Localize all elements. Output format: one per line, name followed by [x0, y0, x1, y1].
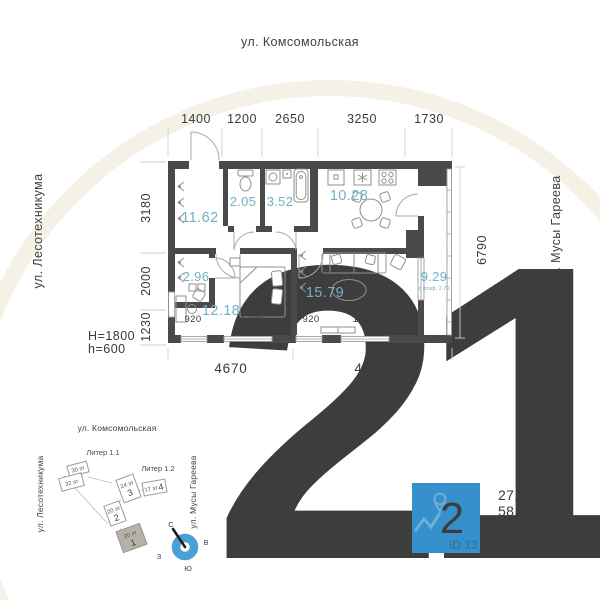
area-bedroom: 12.18 [202, 303, 240, 319]
dimensions-bottom: 4670 4810 [167, 348, 453, 376]
sink-icon [282, 169, 292, 179]
legend-area-4: 67,69 [498, 535, 535, 551]
area-hallway: 11.62 [181, 210, 218, 226]
flat-number-tile [412, 483, 480, 553]
svg-text:4: 4 [158, 482, 165, 493]
street-top-label: ул. Комсомольская [241, 35, 359, 49]
inner-dim-3: 920 [302, 314, 319, 325]
svg-text:20 эт: 20 эт [107, 505, 122, 515]
svg-text:32 эт: 32 эт [65, 479, 80, 488]
compass-needle [171, 527, 187, 549]
svg-text:20 эт: 20 эт [123, 530, 138, 540]
windows [168, 168, 452, 342]
tv-stand-icon [320, 326, 356, 334]
area-living-room: 15.79 [306, 285, 344, 301]
area-wardrobe: 2.96 [183, 269, 210, 284]
nightstand-icon [229, 257, 241, 267]
legend-area-3: 61,19 [498, 519, 535, 535]
drawer-box-icon [188, 283, 197, 292]
compass-south: Ю [184, 564, 192, 573]
site-plan: ул. Комсомольская ул. Лесотехникума ул. … [35, 423, 209, 573]
compass-west: З [157, 552, 162, 561]
inner-dim-4: 1700 [353, 314, 376, 325]
area-wc: 2.05 [230, 194, 257, 209]
svg-text:24 эт: 24 эт [120, 480, 135, 490]
street-right-label: ул. Мусы Гареева [549, 175, 563, 284]
dim-left-1: 3180 [139, 193, 153, 223]
dim-right-1: 6790 [475, 235, 489, 265]
dim-top-2: 1200 [227, 112, 257, 126]
room-area-labels: 11.62 2.05 3.52 10.28 2.96 12.18 15.79 9… [181, 188, 449, 319]
toilet-icon [237, 169, 254, 192]
legend: 2 ID 13 27,97 58,40 61,19 67,69 [412, 483, 535, 553]
liter-1-2-label: Литер 1.2 [141, 464, 174, 473]
svg-text:17 эт: 17 эт [144, 485, 159, 493]
svg-text:2: 2 [112, 512, 120, 523]
inner-dimensions: 920 1700 920 1700 [184, 314, 376, 325]
area-kitchen: 10.28 [330, 188, 368, 204]
window-height-h: h=600 [88, 342, 126, 356]
tile-watermark [413, 492, 447, 532]
compass: С В З Ю [157, 520, 209, 573]
watermark-id-text: ID 13 [449, 538, 478, 552]
liter-1-1-label: Литер 1.1 [86, 448, 119, 457]
bed-icon [239, 266, 286, 318]
siteplan-street-right: ул. Мусы Гареева [188, 455, 198, 528]
compass-north: С [168, 520, 174, 529]
desk-icon [175, 288, 206, 323]
fridge-icon [353, 169, 372, 186]
street-left-label: ул. Лесотехникума [31, 174, 45, 289]
compass-ring [171, 533, 199, 561]
siteplan-street-left: ул. Лесотехникума [35, 455, 45, 532]
dim-top-4: 3250 [347, 112, 377, 126]
compass-east: В [203, 538, 208, 547]
kitchen-sink-icon [327, 169, 345, 186]
washing-machine-icon [265, 169, 281, 185]
entrance-door-arc [190, 131, 220, 161]
inner-dim-2: 1700 [241, 314, 264, 325]
dim-bottom-2: 4810 [354, 361, 387, 376]
flat-number: 2 [440, 494, 464, 543]
cooktop-icon [378, 169, 397, 186]
sofa-icon [321, 252, 387, 274]
area-bathroom: 3.52 [267, 194, 294, 209]
balcony-coefficient-note: с коэф. 2.79 [419, 286, 450, 292]
dim-bottom-1: 4670 [214, 361, 247, 376]
legend-area-1: 27,97 [498, 487, 535, 503]
coffee-table-icon [331, 279, 367, 301]
apartment-walls [168, 161, 452, 343]
bathtub-icon [293, 168, 309, 203]
svg-text:1: 1 [129, 537, 137, 548]
armchair-icon [390, 254, 406, 270]
dimensions-top: 1400 1200 2650 3250 1730 [167, 112, 453, 157]
area-balcony: 9.29 [421, 269, 448, 284]
siteplan-building-3: 24 эт 3 [115, 473, 142, 504]
siteplan-building-32: 32 эт [58, 472, 85, 492]
svg-text:3: 3 [126, 487, 134, 498]
siteplan-building-2: 20 эт 2 [103, 500, 127, 527]
inner-dim-1: 920 [184, 314, 201, 325]
dim-top-1: 1400 [181, 112, 211, 126]
dim-left-3: 1230 [139, 312, 153, 342]
furniture [175, 168, 406, 334]
dining-table-icon [351, 191, 391, 229]
wardrobe-hanger-icons [177, 181, 307, 293]
legend-area-2: 58,40 [498, 503, 535, 519]
drawer-box-icon [197, 283, 206, 292]
siteplan-street-top: ул. Комсомольская [78, 423, 157, 433]
siteplan-building-1-highlighted: 20 эт 1 [115, 522, 148, 554]
window-height-H: H=1800 [88, 329, 135, 343]
siteplan-building-4: 17 эт 4 [141, 478, 168, 497]
svg-text:30 эт: 30 эт [71, 465, 86, 474]
dim-top-5: 1730 [414, 112, 444, 126]
dimensions-left: 3180 2000 1230 H=1800 h=600 [88, 161, 166, 356]
doors [190, 131, 419, 279]
dim-top-3: 2650 [275, 112, 305, 126]
dimensions-right: 6790 [455, 166, 489, 339]
dim-left-2: 2000 [139, 266, 153, 296]
